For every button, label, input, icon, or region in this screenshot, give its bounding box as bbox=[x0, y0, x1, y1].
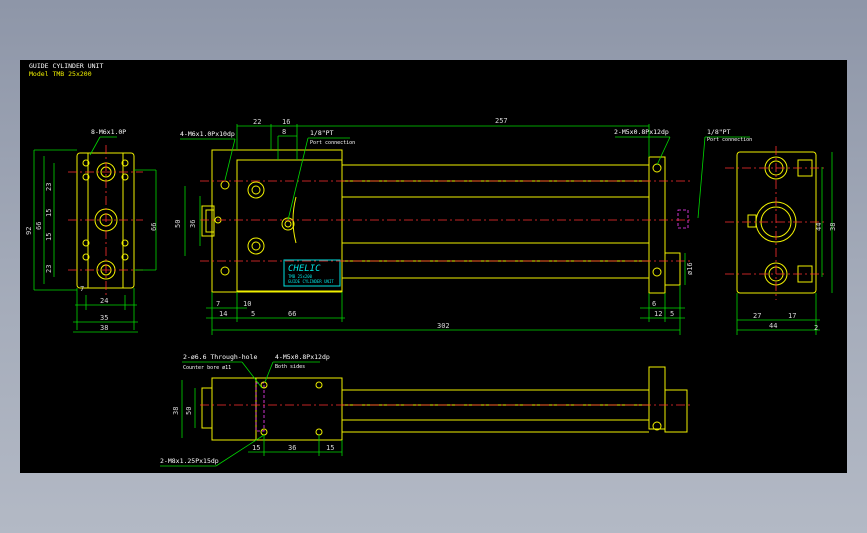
left-dim-23a: 23 bbox=[45, 183, 53, 191]
left-dim-38: 38 bbox=[100, 324, 108, 332]
front-dim-12: 12 bbox=[654, 310, 662, 318]
front-dim-7: 7 bbox=[216, 300, 220, 308]
lower-callout-through: 2-ø6.6 Through-hole bbox=[183, 353, 257, 361]
right-dim-38: 38 bbox=[829, 223, 837, 231]
front-callout-port2: 1/8"PT bbox=[707, 128, 731, 136]
front-dim-22: 22 bbox=[253, 118, 261, 126]
lower-dim-15a: 15 bbox=[252, 444, 260, 452]
left-callout-m6: 8-M6x1.0P bbox=[91, 128, 126, 136]
right-dim-44: 44 bbox=[815, 223, 823, 231]
lower-dim-15b: 15 bbox=[326, 444, 334, 452]
front-dim-5: 5 bbox=[251, 310, 255, 318]
left-dim-92: 92 bbox=[25, 227, 33, 235]
front-dim-50: 50 bbox=[174, 220, 182, 228]
left-dim-7: 7 bbox=[80, 285, 84, 293]
lower-dim-38: 38 bbox=[172, 407, 180, 415]
brand-plate-line2: GUIDE CYLINDER UNIT bbox=[288, 279, 334, 284]
front-callout-port1: 1/8"PT bbox=[310, 129, 334, 137]
front-dim-shaft: ø16 bbox=[686, 262, 694, 275]
front-callout-m5: 2-M5x0.8Px12dp bbox=[614, 128, 669, 136]
left-dim-15a: 15 bbox=[45, 209, 53, 217]
front-dim-66: 66 bbox=[288, 310, 296, 318]
front-dim-8: 8 bbox=[282, 128, 286, 136]
right-dim-44b: 44 bbox=[769, 322, 777, 330]
lower-callout-m5: 4-M5x0.8Px12dp bbox=[275, 353, 330, 361]
lower-dim-50: 50 bbox=[185, 407, 193, 415]
front-callout-port2-note: Port connection bbox=[707, 137, 752, 143]
left-end-view: 8-M6x1.0P 92 66 23 15 15 23 66 7 24 35 3… bbox=[25, 128, 158, 333]
front-callout-m6: 4-M6x1.0Px10dp bbox=[180, 130, 235, 138]
lower-callout-counter: Counter bore ø11 bbox=[183, 365, 231, 371]
front-dim-36: 36 bbox=[189, 220, 197, 228]
lower-dim-36: 36 bbox=[288, 444, 296, 452]
drawing-model: Model TMB 25x200 bbox=[29, 70, 92, 78]
left-dim-66: 66 bbox=[35, 222, 43, 230]
left-dim-23b: 23 bbox=[45, 265, 53, 273]
right-dim-17: 17 bbox=[788, 312, 796, 320]
front-dim-6: 6 bbox=[652, 300, 656, 308]
left-dim-right: 66 bbox=[150, 223, 158, 231]
front-dim-16: 16 bbox=[282, 118, 290, 126]
front-callout-port1-note: Port connection bbox=[310, 140, 355, 146]
cad-drawing-canvas: GUIDE CYLINDER UNIT Model TMB 25x200 bbox=[20, 60, 847, 473]
right-dim-27: 27 bbox=[753, 312, 761, 320]
front-dim-257: 257 bbox=[495, 117, 508, 125]
lower-callout-m5-note: Both sides bbox=[275, 364, 305, 370]
front-dim-10: 10 bbox=[243, 300, 251, 308]
front-view: CHELIC TMB 25x200 GUIDE CYLINDER UNIT 22… bbox=[174, 117, 752, 335]
lower-callout-m8: 2-M8x1.25Px15dp bbox=[160, 457, 219, 465]
left-dim-15b: 15 bbox=[45, 233, 53, 241]
brand-plate: CHELIC bbox=[288, 264, 321, 274]
front-dim-5b: 5 bbox=[670, 310, 674, 318]
front-dim-302: 302 bbox=[437, 322, 450, 330]
front-dim-14: 14 bbox=[219, 310, 227, 318]
left-dim-24: 24 bbox=[100, 297, 108, 305]
cad-drawing: GUIDE CYLINDER UNIT Model TMB 25x200 bbox=[25, 62, 837, 467]
drawing-title: GUIDE CYLINDER UNIT bbox=[29, 62, 103, 70]
left-dim-35: 35 bbox=[100, 314, 108, 322]
lower-view: 2-ø6.6 Through-hole Counter bore ø11 4-M… bbox=[160, 353, 692, 467]
right-dim-2: 2 bbox=[814, 324, 818, 332]
right-end-view: 38 44 27 17 44 2 bbox=[725, 146, 837, 335]
brand-plate-line1: TMB 25x200 bbox=[288, 274, 313, 279]
